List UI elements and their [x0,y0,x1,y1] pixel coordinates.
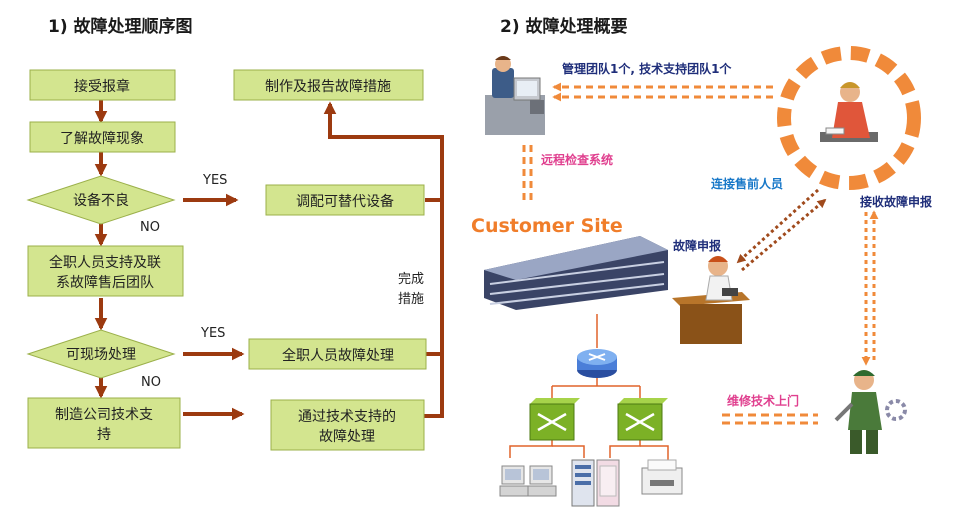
svg-text:制作及报告故障措施: 制作及报告故障措施 [265,79,391,95]
fault-report-label: 故障申报 [673,238,721,253]
pc-icon [499,465,557,497]
box-understand-fault: 了解故障现象 [29,121,176,153]
no-label-2: NO [141,375,161,390]
repair-visit-label: 维修技术上门 [727,393,799,408]
svg-text:调配可替代设备: 调配可替代设备 [296,193,394,210]
manager-dashed-ring [777,46,921,190]
svg-text:可现场处理: 可现场处理 [66,347,136,363]
server-rack-icon [571,459,620,507]
yes-label-2: YES [200,326,225,341]
network-links [509,314,669,462]
manager-person-icon [820,82,878,142]
box-fulltime-handle: 全职人员故障处理 [248,338,427,370]
box-report-measures: 制作及报告故障措施 [233,69,424,101]
phone-operator-icon [672,256,750,344]
switch-icon-left [529,398,580,441]
yes-label-1: YES [202,173,227,188]
svg-text:全职人员故障处理: 全职人员故障处理 [282,347,394,364]
diamond-device-bad: 设备不良 [26,175,176,225]
mgmt-team-dashed-arrow [552,82,773,102]
printer-icon [641,459,683,495]
box-replace-device: 调配可替代设备 [265,184,425,216]
repair-visit-dotted-link [861,210,879,366]
switch-icon-right [617,398,668,441]
left-title: 1) 故障处理顺序图 [48,16,193,37]
svg-text:设备不良: 设备不良 [73,192,129,209]
complete-label-1: 完成 [398,272,424,287]
mgmt-team-label: 管理团队1个, 技术支持团队1个 [562,61,732,76]
svg-text:通过技术支持的: 通过技术支持的 [298,409,396,425]
svg-text:了解故障现象: 了解故障现象 [60,131,144,147]
repair-visit-dashed-arrow [722,413,818,425]
office-building-icon [484,236,668,310]
technician-icon [834,370,907,454]
remote-check-label: 远程检查系统 [541,152,613,167]
svg-text:制造公司技术支: 制造公司技术支 [55,407,153,423]
receive-report-label: 接收故障申报 [860,194,932,209]
svg-text:持: 持 [97,427,111,443]
customer-site-label: Customer Site [471,215,623,237]
fault-report-dotted-arrows [736,188,827,272]
remote-check-dashed-link [522,145,533,200]
box-fulltime-contact: 全职人员支持及联 系故障售后团队 [27,245,184,297]
right-title: 2) 故障处理概要 [500,16,628,37]
no-label-1: NO [140,220,160,235]
complete-label-2: 措施 [398,292,424,307]
box-tech-support-handle: 通过技术支持的 故障处理 [270,399,425,451]
svg-text:系故障售后团队: 系故障售后团队 [56,275,154,291]
presales-label: 连接售前人员 [711,176,783,191]
svg-text:全职人员支持及联: 全职人员支持及联 [49,254,161,271]
flow-arrows [94,100,444,421]
support-team-icon [485,56,545,135]
svg-text:接受报章: 接受报章 [74,78,130,95]
router-icon [577,349,617,378]
box-company-support: 制造公司技术支 持 [27,397,181,449]
diamond-onsite: 可现场处理 [26,329,176,379]
svg-text:故障处理: 故障处理 [319,429,375,445]
box-receive-report: 接受报章 [29,69,176,101]
